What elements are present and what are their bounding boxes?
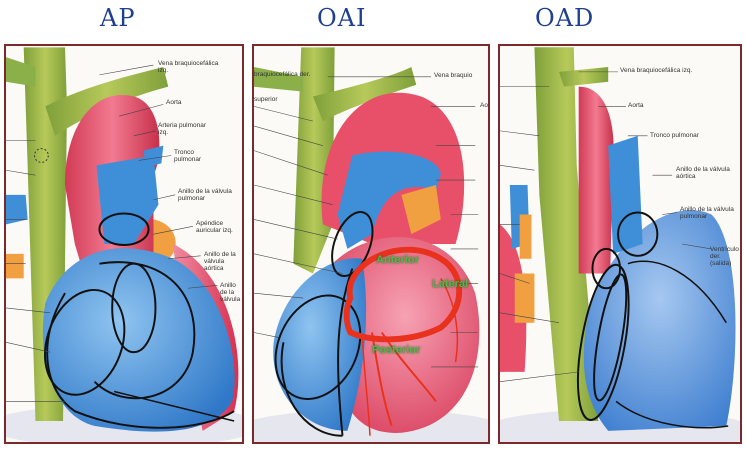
heart-illustration-oai	[254, 46, 488, 442]
view-title-oai: OAI	[317, 4, 367, 32]
heart-illustration-ap	[6, 46, 242, 442]
annotation-anterior: Anterior	[376, 254, 419, 266]
panel-oad: Vena braquiocefálica izq. Aorta Tronco p…	[498, 44, 742, 444]
label-superior: superior	[254, 96, 277, 103]
label-ventriculo-der: Ventrículo der. (salida)	[710, 246, 742, 267]
label-anillo-valvula-pulmonar: Anillo de la válvula pulmonar	[680, 206, 735, 220]
panel-oai: braquiocefálica der. Vena braquio superi…	[252, 44, 490, 444]
annotation-posterior: Posterior	[372, 344, 420, 356]
label-braquiocefalica-der: braquiocefálica der.	[254, 71, 310, 78]
annotation-lateral: Lateral	[432, 278, 468, 290]
label-anillo-valvula: Anillo de la válvula	[220, 282, 244, 303]
label-tronco-pulmonar: Tronco pulmonar	[174, 149, 214, 163]
label-aorta: Ao	[480, 102, 488, 109]
label-anillo-valvula-pulmonar: Anillo de la válvula pulmonar	[178, 188, 238, 202]
label-anillo-valvula-aortica: Anillo de la válvula aórtica	[676, 166, 731, 180]
view-title-ap: AP	[100, 4, 135, 32]
label-vena-braquiocefalica: Vena braquiocefálica izq.	[620, 67, 692, 74]
label-aorta: Aorta	[628, 102, 644, 109]
label-aorta: Aorta	[166, 99, 182, 106]
label-anillo-valvula-aortica: Anillo de la válvula aórtica	[204, 251, 244, 272]
heart-illustration-oad	[500, 46, 740, 442]
label-tronco-pulmonar: Tronco pulmonar	[650, 132, 699, 139]
view-title-oad: OAD	[535, 4, 594, 32]
label-vena-braquio: Vena braquio	[434, 72, 472, 79]
pulmonary-trunk	[608, 136, 642, 254]
aorta	[579, 87, 614, 274]
label-arteria-pulmonar: Arteria pulmonar izq.	[158, 122, 208, 136]
panel-ap: Vena braquiocefálica izq. Aorta Arteria …	[4, 44, 244, 444]
label-apendice-auricular: Apéndice auricular izq.	[196, 220, 241, 234]
label-vena-braquiocefalica: Vena braquiocefálica izq.	[158, 60, 228, 74]
